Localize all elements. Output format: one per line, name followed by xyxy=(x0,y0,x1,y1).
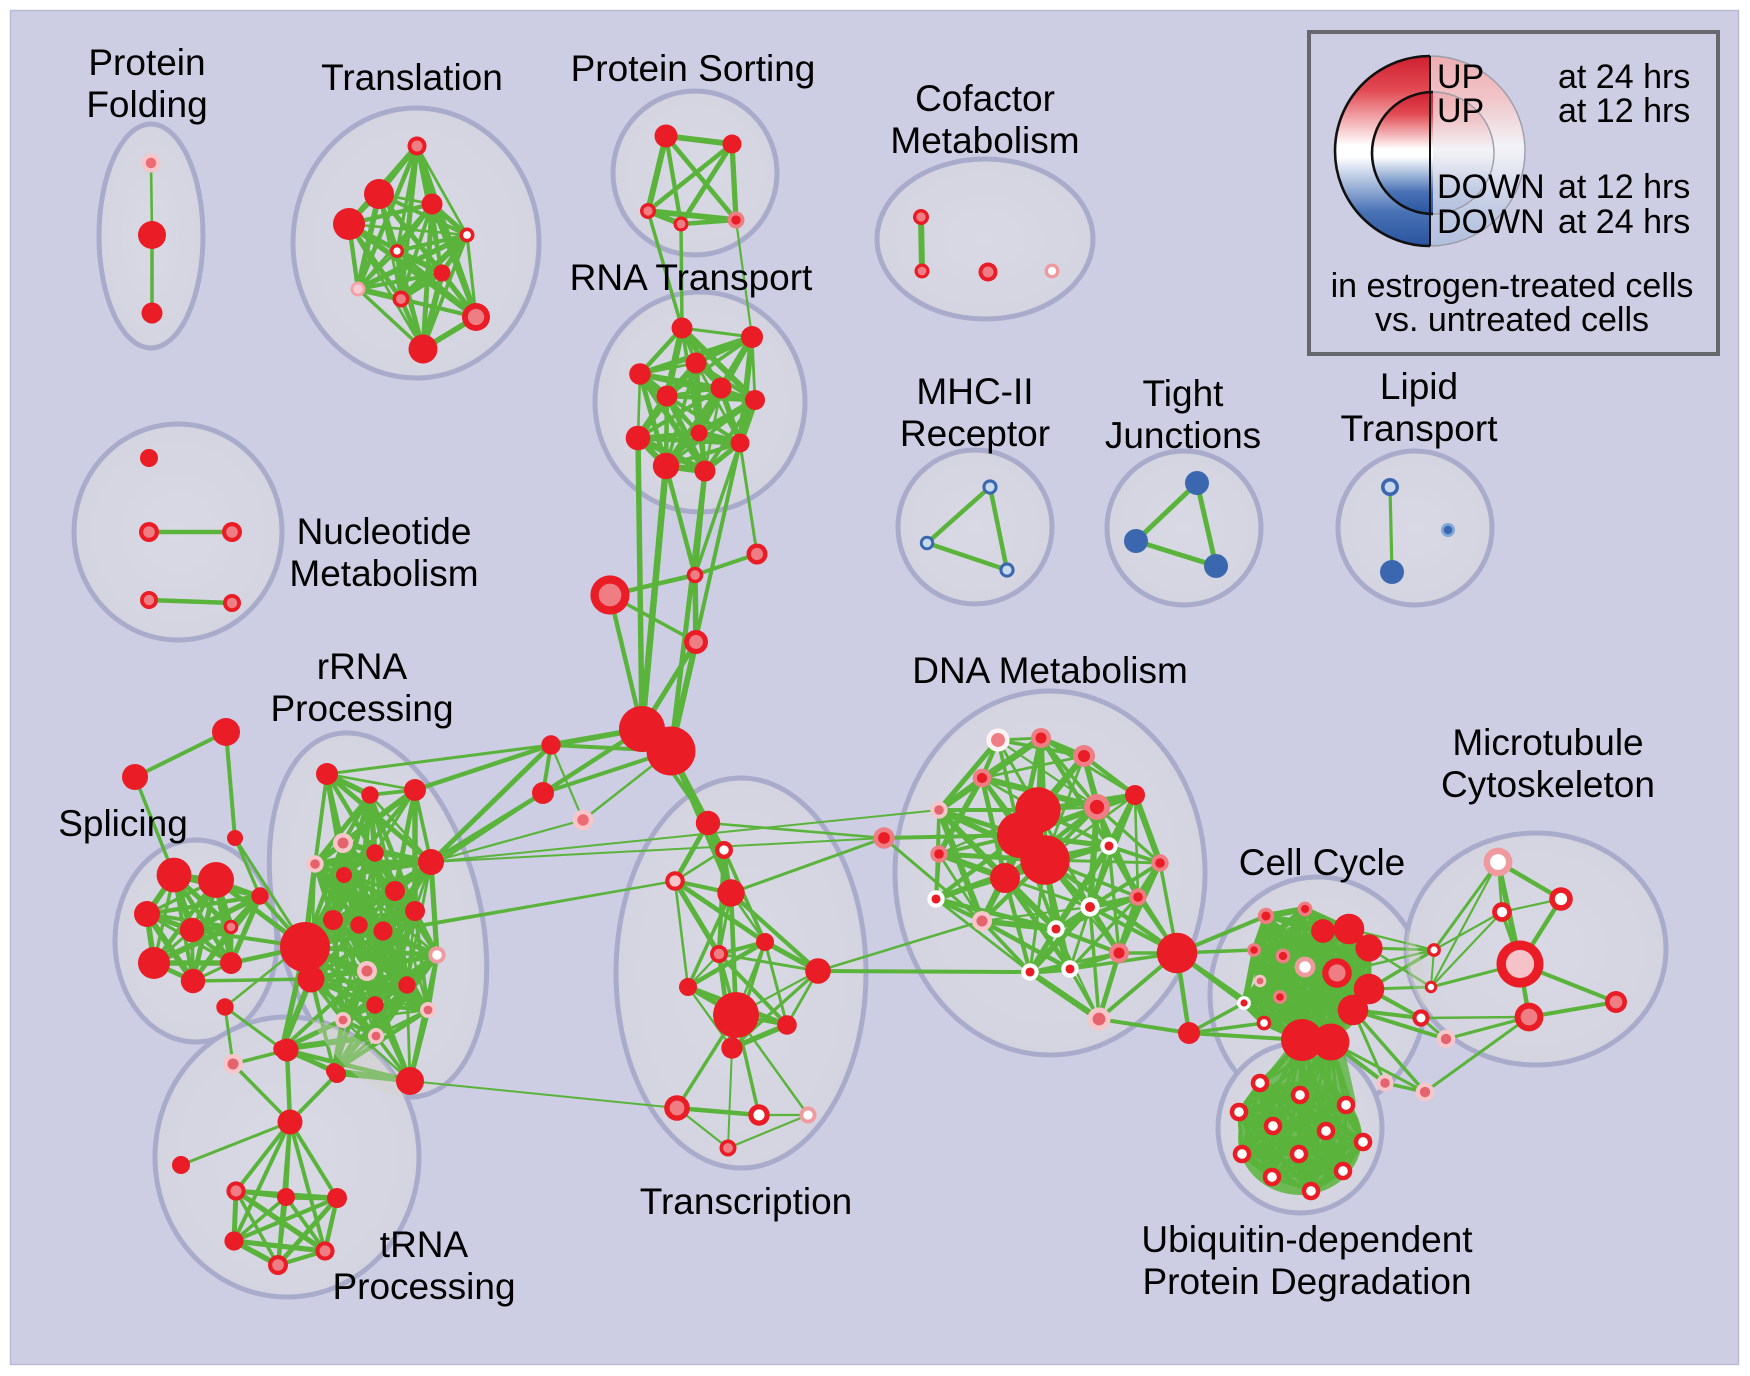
svg-text:DOWN: DOWN xyxy=(1437,168,1545,206)
svg-text:at 24 hrs: at 24 hrs xyxy=(1558,58,1690,96)
svg-text:MHC-II: MHC-II xyxy=(916,371,1033,412)
svg-text:Translation: Translation xyxy=(321,57,503,98)
svg-text:Ubiquitin-dependent: Ubiquitin-dependent xyxy=(1141,1219,1473,1260)
svg-text:at 12 hrs: at 12 hrs xyxy=(1558,168,1690,206)
svg-text:at 24 hrs: at 24 hrs xyxy=(1558,203,1690,241)
svg-text:UP: UP xyxy=(1437,92,1484,130)
svg-text:Metabolism: Metabolism xyxy=(289,553,478,594)
svg-text:Cytoskeleton: Cytoskeleton xyxy=(1441,764,1655,805)
svg-text:Cell Cycle: Cell Cycle xyxy=(1239,842,1406,883)
svg-text:RNA Transport: RNA Transport xyxy=(570,257,813,298)
svg-text:Lipid: Lipid xyxy=(1380,366,1458,407)
svg-text:Processing: Processing xyxy=(332,1266,515,1307)
svg-text:DOWN: DOWN xyxy=(1437,203,1545,241)
svg-text:Microtubule: Microtubule xyxy=(1452,722,1643,763)
svg-text:vs. untreated cells: vs. untreated cells xyxy=(1375,301,1649,339)
svg-text:Transport: Transport xyxy=(1341,408,1499,449)
svg-text:DNA Metabolism: DNA Metabolism xyxy=(912,650,1188,691)
svg-text:Transcription: Transcription xyxy=(640,1181,852,1222)
svg-text:Metabolism: Metabolism xyxy=(890,120,1079,161)
svg-text:Protein Degradation: Protein Degradation xyxy=(1142,1261,1471,1302)
svg-text:Folding: Folding xyxy=(86,84,207,125)
svg-text:Protein: Protein xyxy=(88,42,205,83)
svg-text:Splicing: Splicing xyxy=(58,803,188,844)
svg-text:UP: UP xyxy=(1437,58,1484,96)
svg-text:Nucleotide: Nucleotide xyxy=(297,511,472,552)
svg-text:rRNA: rRNA xyxy=(317,646,408,687)
svg-text:tRNA: tRNA xyxy=(380,1224,469,1265)
svg-text:Tight: Tight xyxy=(1143,373,1225,414)
svg-text:at 12 hrs: at 12 hrs xyxy=(1558,92,1690,130)
svg-text:Protein Sorting: Protein Sorting xyxy=(571,48,816,89)
svg-text:Cofactor: Cofactor xyxy=(915,78,1055,119)
svg-text:Receptor: Receptor xyxy=(900,413,1050,454)
svg-text:Junctions: Junctions xyxy=(1105,415,1261,456)
svg-text:Processing: Processing xyxy=(270,688,453,729)
svg-text:in estrogen-treated cells: in estrogen-treated cells xyxy=(1331,267,1694,305)
